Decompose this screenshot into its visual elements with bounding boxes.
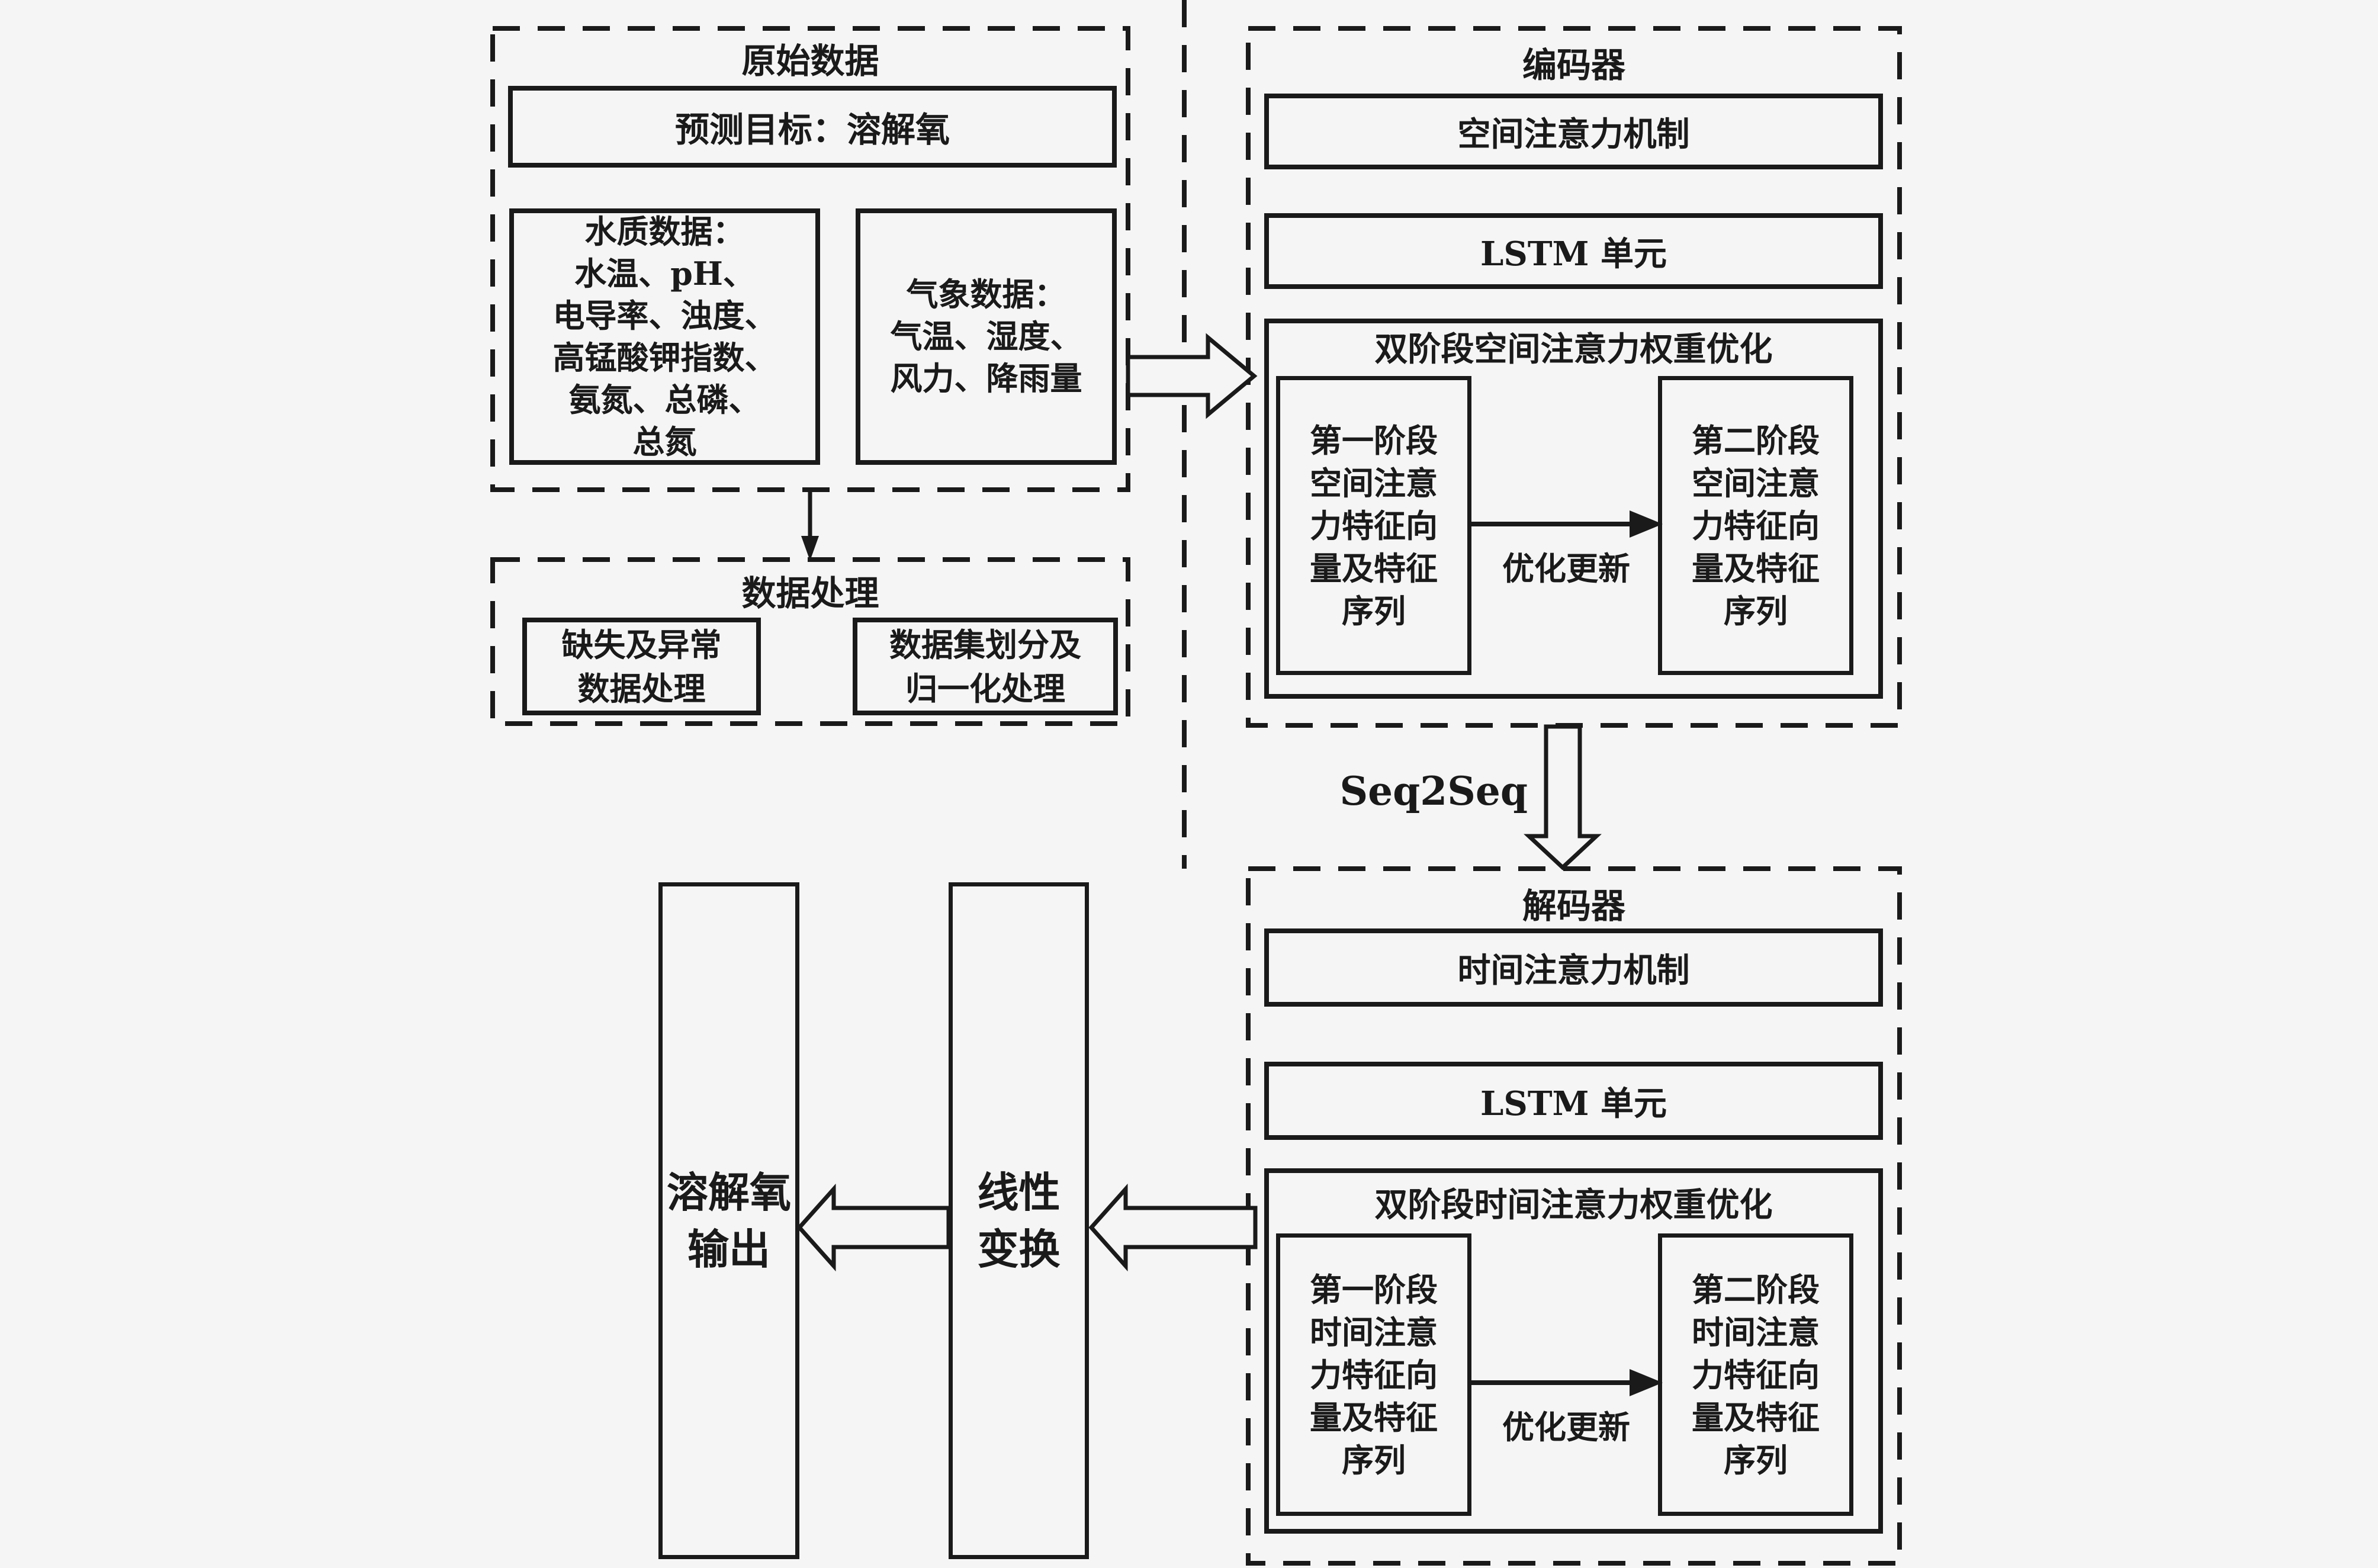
decoder-opt-update-label: 优化更新 bbox=[1502, 1408, 1630, 1446]
processing-group-title: 数据处理 bbox=[741, 573, 879, 613]
prediction-target-box: 预测目标：溶解氧 bbox=[508, 86, 1117, 168]
encoder-stage2-feature-box: 第二阶段 空间注意 力特征向 量及特征 序列 bbox=[1658, 376, 1853, 675]
dissolved-oxygen-output-box: 溶解氧 输出 bbox=[658, 882, 799, 1559]
temporal-attention-box: 时间注意力机制 bbox=[1264, 928, 1883, 1007]
raw-to-processing-arrowhead-icon bbox=[801, 536, 819, 561]
encoder-opt-arrowhead-icon bbox=[1630, 510, 1663, 538]
linear-transform-box: 线性 变换 bbox=[949, 882, 1089, 1559]
spatial-attention-box: 空间注意力机制 bbox=[1264, 94, 1883, 169]
raw-to-encoder-block-arrow-icon bbox=[1126, 333, 1258, 419]
decoder-to-linear-block-arrow-icon bbox=[1088, 1183, 1258, 1272]
decoder-group-title: 解码器 bbox=[1522, 886, 1625, 926]
decoder-lstm-box: LSTM 单元 bbox=[1264, 1062, 1883, 1140]
encoder-two-stage-opt-title: 双阶段空间注意力权重优化 bbox=[1374, 329, 1773, 369]
missing-data-processing-box: 缺失及异常 数据处理 bbox=[522, 618, 761, 715]
decoder-two-stage-opt-box bbox=[1264, 1168, 1883, 1534]
decoder-stage2-feature-box: 第二阶段 时间注意 力特征向 量及特征 序列 bbox=[1658, 1233, 1853, 1516]
encoder-two-stage-opt-box bbox=[1264, 319, 1883, 699]
weather-data-box: 气象数据： 气温、湿度、 风力、降雨量 bbox=[856, 208, 1117, 465]
seq2seq-label: Seq2Seq bbox=[1339, 768, 1528, 814]
water-quality-data-box: 水质数据： 水温、pH、 电导率、浊度、 高锰酸钾指数、 氨氮、总磷、 总氮 bbox=[509, 208, 820, 465]
raw-data-group-title: 原始数据 bbox=[741, 41, 879, 81]
linear-to-output-block-arrow-icon bbox=[796, 1183, 951, 1272]
dataset-split-normalize-box: 数据集划分及 归一化处理 bbox=[853, 618, 1118, 715]
encoder-opt-update-label: 优化更新 bbox=[1502, 549, 1630, 587]
encoder-group-title: 编码器 bbox=[1522, 45, 1625, 85]
decoder-opt-arrowhead-icon bbox=[1630, 1369, 1663, 1396]
decoder-two-stage-opt-title: 双阶段时间注意力权重优化 bbox=[1374, 1185, 1773, 1225]
decoder-stage1-feature-box: 第一阶段 时间注意 力特征向 量及特征 序列 bbox=[1276, 1233, 1471, 1516]
encoder-lstm-box: LSTM 单元 bbox=[1264, 213, 1883, 289]
encoder-stage1-feature-box: 第一阶段 空间注意 力特征向 量及特征 序列 bbox=[1276, 376, 1471, 675]
seq2seq-block-arrow-icon bbox=[1524, 724, 1602, 870]
